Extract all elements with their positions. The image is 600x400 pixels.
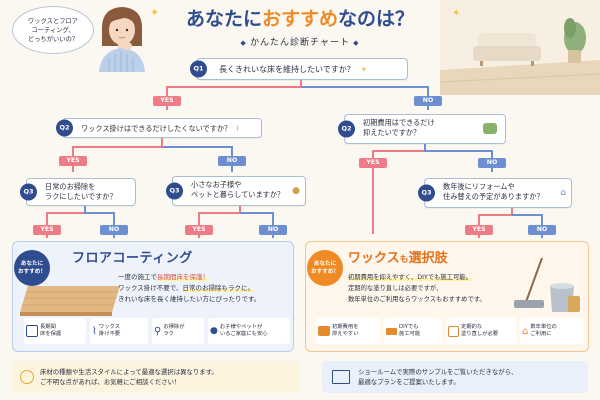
no-label: NO	[528, 225, 556, 235]
result-right-description: 初期費用を抑えやすく、DIYでも施工可能。 定期的な塗り直しは必要ですが、 数年…	[348, 272, 518, 312]
feature-item: ⚲ お掃除が ラク	[152, 318, 204, 344]
paw-icon: ●	[210, 328, 218, 335]
recommend-badge: あなたに おすすめ！	[14, 250, 50, 286]
feature-item: ⌂ 数年単位の ご利用に	[520, 318, 584, 344]
feature-item: 初期費用を 抑えやすい	[316, 318, 380, 344]
yes-label: YES	[33, 225, 61, 235]
wallet-icon	[483, 123, 497, 134]
yes-label: YES	[59, 156, 87, 166]
feature-item: ● お子様やペットが いるご家庭にも安心	[208, 318, 290, 344]
feature-item: ⌇ ワックス 掛け不要	[90, 318, 148, 344]
speech-bubble: ワックスとフロア コーティング、 どっちがいいの？	[12, 6, 94, 54]
lightbulb-icon	[20, 370, 34, 384]
question-q3-b: Q3 小さなお子様や ペットと暮らしていますか？ ●	[172, 176, 306, 206]
woman-illustration	[93, 2, 151, 72]
showroom-icon	[332, 370, 350, 384]
q1-tag: Q1	[190, 61, 207, 78]
title-suffix: なのは？	[338, 8, 414, 30]
no-label: NO	[100, 225, 128, 235]
yes-label: YES	[153, 96, 181, 106]
house-icon: ⌂	[560, 188, 566, 198]
room-illustration	[440, 0, 600, 95]
roller-icon	[386, 328, 397, 335]
calendar-icon	[26, 325, 38, 337]
calendar-icon	[448, 326, 459, 337]
broom-icon: ⌇	[92, 328, 97, 335]
recommend-badge: あなたに おすすめ！	[307, 250, 343, 286]
no-label: NO	[218, 156, 246, 166]
q3-c-text: 数年後にリフォームや 住み替えの予定がありますか？	[443, 182, 544, 201]
title-prefix: あなたに	[186, 8, 262, 30]
sparkle-icon: ✦	[360, 65, 367, 74]
floor-board-illustration	[20, 282, 120, 316]
feature-item: 定期的な 塗り直しが必要	[446, 318, 516, 344]
feature-item: DIYでも 施工可能	[384, 318, 442, 344]
feature-item: 長期間 床を保護	[24, 318, 86, 344]
yes-label: YES	[465, 225, 493, 235]
page-title: あなたにおすすめなのは？	[150, 6, 450, 32]
no-label: NO	[478, 158, 506, 168]
no-label: NO	[259, 225, 287, 235]
broom-icon: ⌇	[236, 124, 240, 133]
result-left-title: フロアコーティング	[72, 250, 272, 268]
sparkle-icon: ✦	[150, 6, 159, 19]
question-q3-c: Q3 数年後にリフォームや 住み替えの予定がありますか？ ⌂	[424, 178, 572, 208]
q3-a-text: 日常のお掃除を ラクにしたいですか？	[45, 182, 117, 201]
question-q3-a: Q3 日常のお掃除を ラクにしたいですか？	[26, 178, 136, 206]
question-q2-right: Q2 初期費用はできるだけ 抑えたいですか？	[344, 114, 506, 144]
yes-label: YES	[359, 158, 387, 168]
title-highlight: おすすめ	[262, 8, 338, 30]
mop-icon: ⚲	[154, 328, 161, 335]
house-icon: ⌂	[522, 328, 528, 335]
question-q2-left: Q2 ワックス掛けはできるだけしたくないですか？ ⌇	[62, 118, 262, 138]
speech-bubble-text: ワックスとフロア コーティング、 どっちがいいの？	[28, 17, 78, 44]
q3-b-text: 小さなお子様や ペットと暮らしていますか？	[191, 180, 284, 199]
result-right-title: ワックスも選択肢	[348, 250, 508, 268]
wax-tools-illustration	[512, 256, 584, 314]
paw-icon: ●	[292, 186, 300, 196]
q2-right-text: 初期費用はできるだけ 抑えたいですか？	[363, 118, 435, 138]
question-q1: Q1 長くきれいな床を維持したいですか？ ✦	[196, 58, 408, 80]
sparkle-icon: ✦	[452, 8, 460, 19]
q1-text: 長くきれいな床を維持したいですか？	[219, 65, 355, 74]
page-subtitle: ◆ かんたん診断チャート ◆	[200, 36, 400, 50]
footer-note-right: ショールームで実際のサンプルをご覧いただきながら、 最適なプランをご提案いたしま…	[322, 361, 588, 393]
result-left-description: 一度の施工で長期間床を保護！ ワックス掛け不要で、日常のお掃除もラクに。 きれい…	[118, 272, 290, 312]
yes-label: YES	[185, 225, 213, 235]
no-label: NO	[414, 96, 442, 106]
q2-left-text: ワックス掛けはできるだけしたくないですか？	[81, 124, 231, 133]
wallet-icon	[318, 326, 330, 336]
footer-note-left: 床材の種類や生活スタイルによって最適な選択は異なります。 ご不明な点があれば、お…	[12, 361, 300, 393]
